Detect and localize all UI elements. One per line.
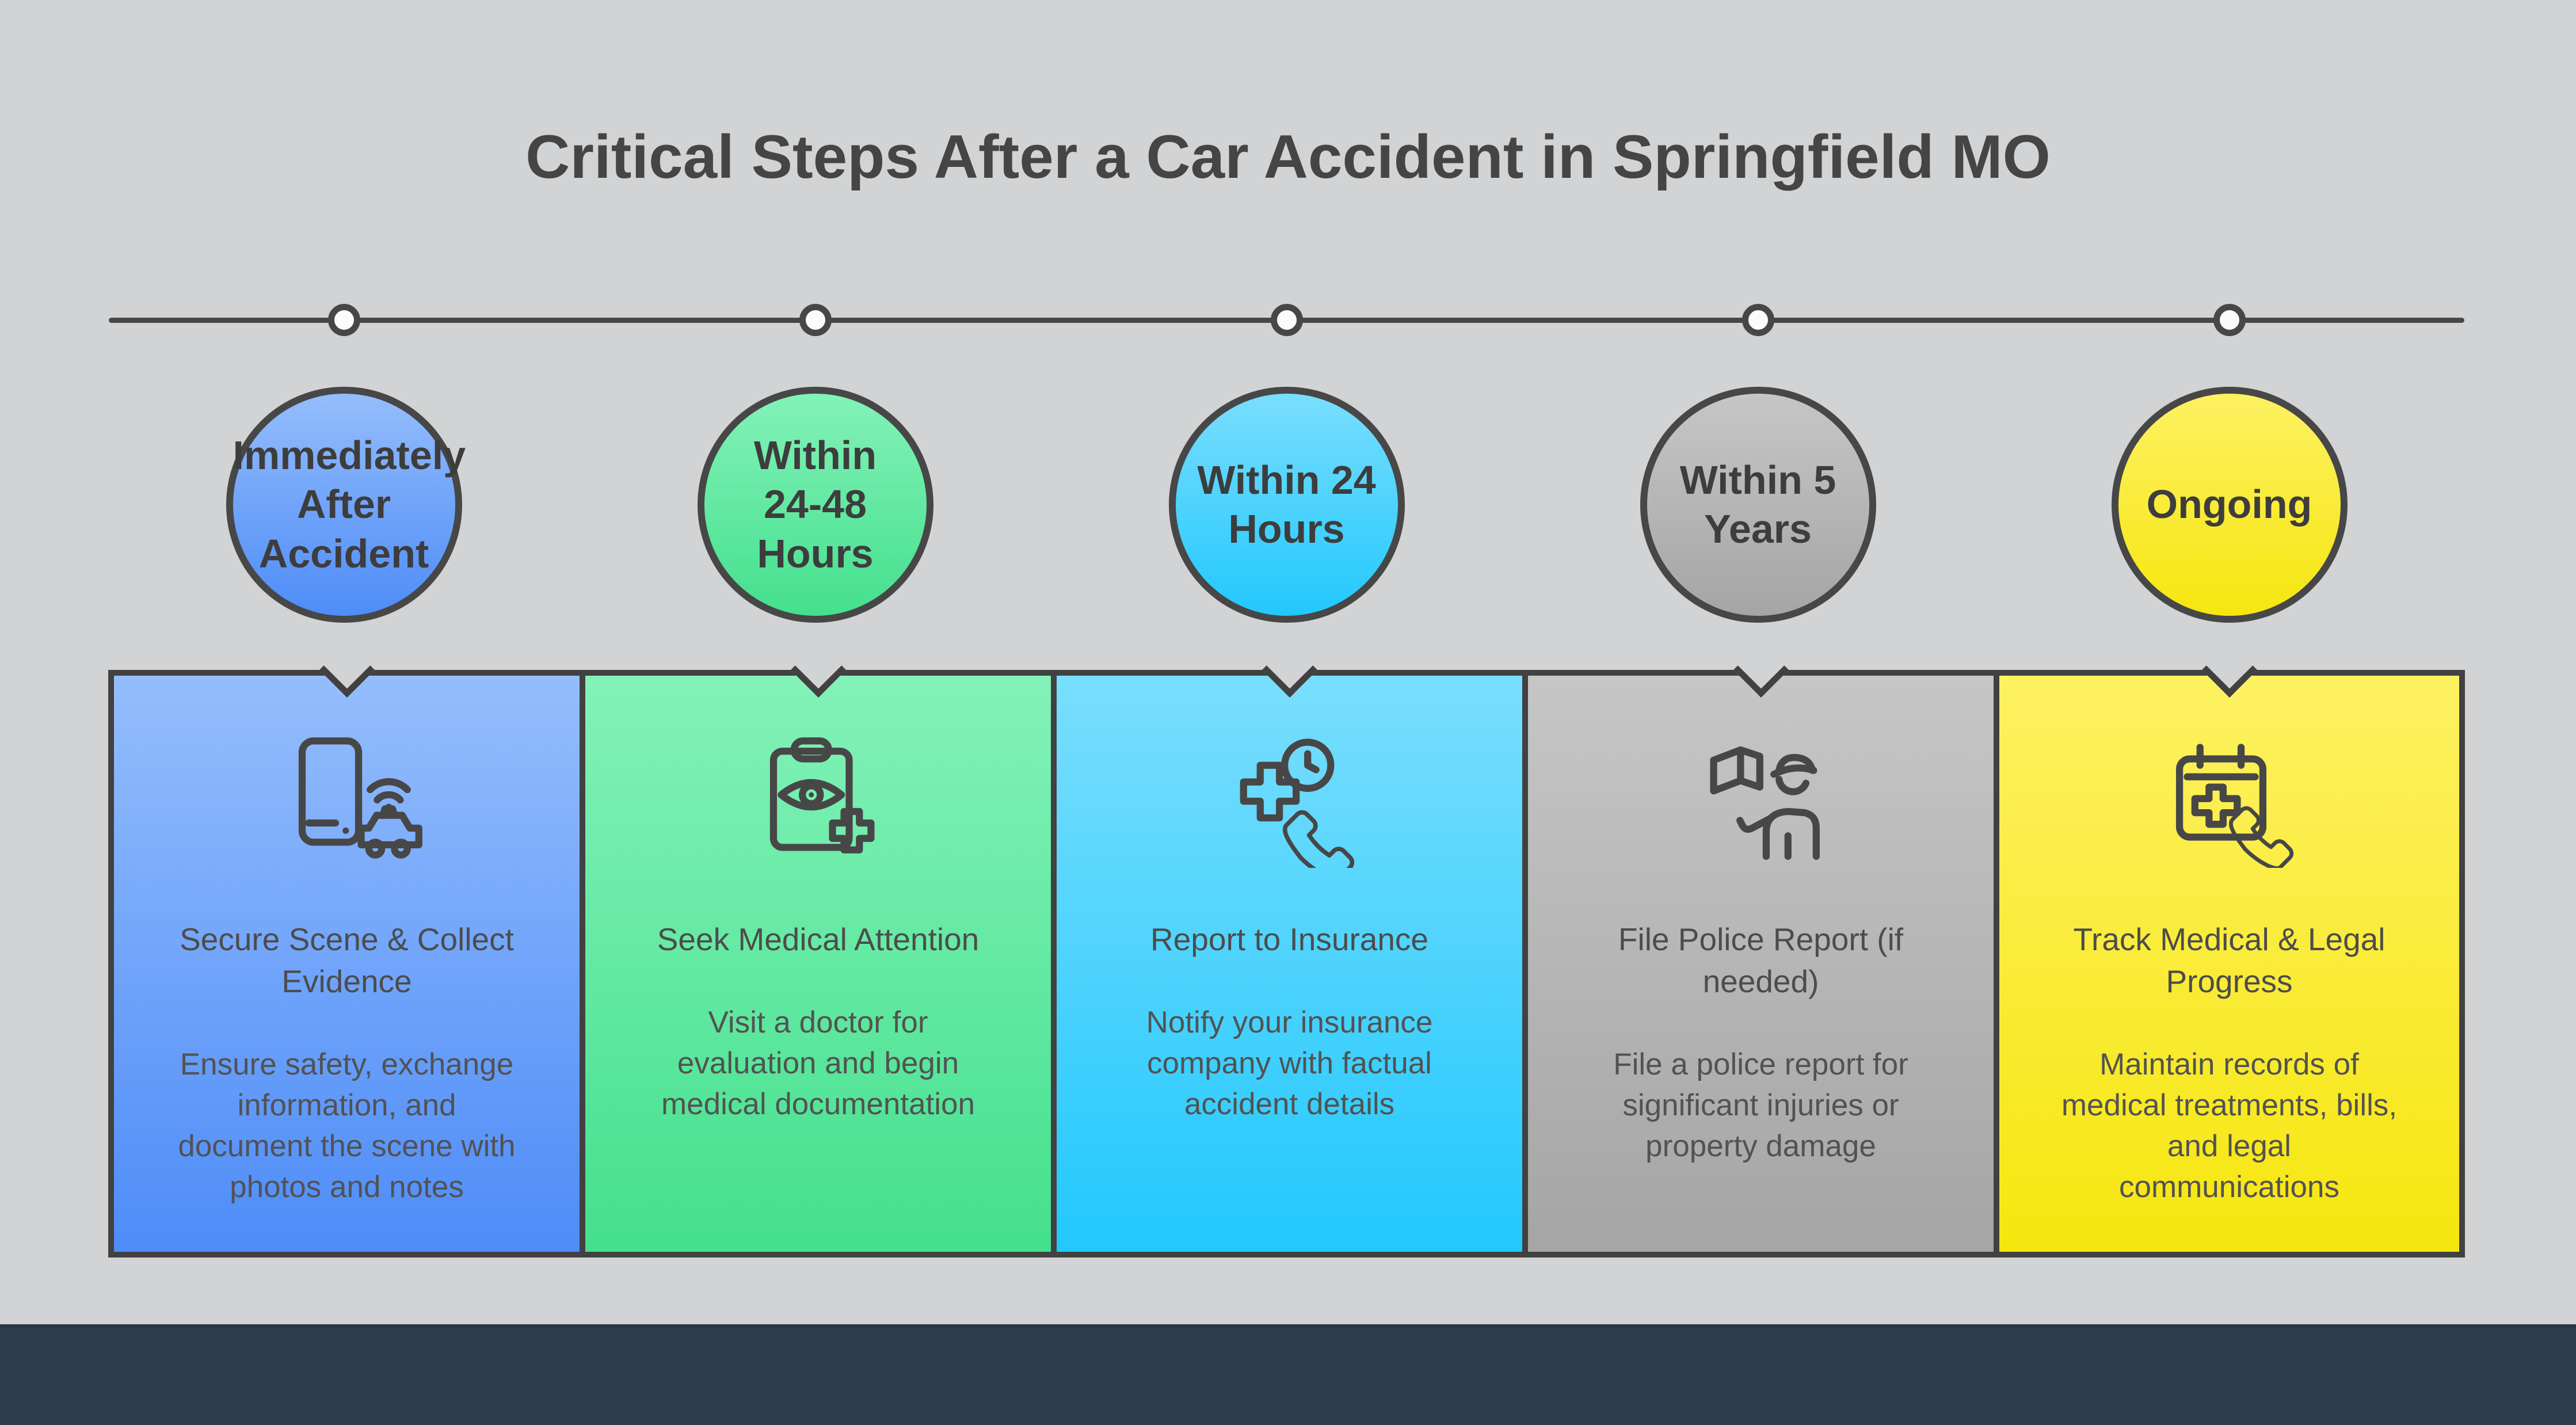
timeline-node bbox=[1742, 304, 1774, 336]
time-bubble-label: Immediately After Accident bbox=[233, 432, 466, 576]
time-bubble: Within 24 Hours bbox=[1168, 387, 1405, 623]
card-content: Track Medical & Legal Progress Maintain … bbox=[1999, 733, 2459, 1309]
medical-clipboard-icon bbox=[732, 733, 905, 868]
step-column-within-5-years: Within 5 Years bbox=[1522, 0, 1994, 1425]
step-card: Track Medical & Legal Progress Maintain … bbox=[1994, 642, 2465, 1258]
step-column-immediately-after-accident: Immediately After Accident bbox=[108, 0, 580, 1425]
phone-car-icon bbox=[261, 733, 433, 868]
timeline-steps: Immediately After Accident bbox=[108, 0, 2465, 1425]
calendar-call-icon bbox=[2143, 733, 2316, 870]
step-column-within-24-hours: Within 24 Hours Re bbox=[1051, 0, 1522, 1425]
card-notch bbox=[1262, 642, 1317, 698]
card-description: Notify your insurance company with factu… bbox=[1146, 1005, 1433, 1122]
card-description: Visit a doctor for evaluation and begin … bbox=[661, 1005, 975, 1122]
police-officer-icon bbox=[1675, 733, 1847, 868]
step-card: Report to Insurance Notify your insuranc… bbox=[1051, 642, 1522, 1258]
card-description: Ensure safety, exchange information, and… bbox=[178, 1047, 516, 1205]
card-notch bbox=[319, 642, 375, 698]
step-card: Secure Scene & Collect Evidence Ensure s… bbox=[108, 642, 580, 1258]
time-bubble-label: Ongoing bbox=[2146, 482, 2312, 527]
time-bubble: Within 5 Years bbox=[1640, 387, 1876, 623]
card-title: File Police Report (if needed) bbox=[1618, 921, 1904, 1000]
step-column-ongoing: Ongoing bbox=[1994, 0, 2465, 1425]
step-card: File Police Report (if needed) File a po… bbox=[1522, 642, 1994, 1258]
timeline-node bbox=[2213, 304, 2246, 336]
time-bubble: Within 24-48 Hours bbox=[697, 387, 933, 623]
card-title: Track Medical & Legal Progress bbox=[2073, 921, 2386, 1000]
timeline-node bbox=[1270, 304, 1303, 336]
card-title: Secure Scene & Collect Evidence bbox=[180, 921, 514, 1000]
time-bubble: Ongoing bbox=[2111, 387, 2348, 623]
card-title: Seek Medical Attention bbox=[657, 921, 980, 957]
card-notch bbox=[1733, 642, 1789, 698]
card-notch bbox=[790, 642, 846, 698]
card-title: Report to Insurance bbox=[1150, 921, 1429, 957]
card-content: Report to Insurance Notify your insuranc… bbox=[1057, 733, 1522, 1309]
timeline-node bbox=[799, 304, 832, 336]
card-content: Secure Scene & Collect Evidence Ensure s… bbox=[114, 733, 580, 1309]
footer-bar bbox=[0, 1324, 2576, 1425]
card-description: Maintain records of medical treatments, … bbox=[2061, 1047, 2398, 1205]
step-column-within-24-48-hours: Within 24-48 Hours S bbox=[580, 0, 1051, 1425]
time-bubble: Immediately After Accident bbox=[226, 387, 466, 623]
time-bubble-label: Within 24-48 Hours bbox=[753, 432, 877, 576]
insurance-call-icon bbox=[1203, 733, 1376, 881]
card-content: Seek Medical Attention Visit a doctor fo… bbox=[585, 733, 1051, 1309]
step-card: Seek Medical Attention Visit a doctor fo… bbox=[580, 642, 1051, 1258]
time-bubble-label: Within 24 Hours bbox=[1197, 457, 1376, 551]
page-title: Critical Steps After a Car Accident in S… bbox=[525, 122, 2051, 191]
card-description: File a police report for significant inj… bbox=[1613, 1047, 1908, 1164]
timeline-node bbox=[327, 304, 360, 336]
card-content: File Police Report (if needed) File a po… bbox=[1528, 733, 1994, 1309]
time-bubble-label: Within 5 Years bbox=[1679, 457, 1836, 551]
card-notch bbox=[2201, 642, 2257, 698]
